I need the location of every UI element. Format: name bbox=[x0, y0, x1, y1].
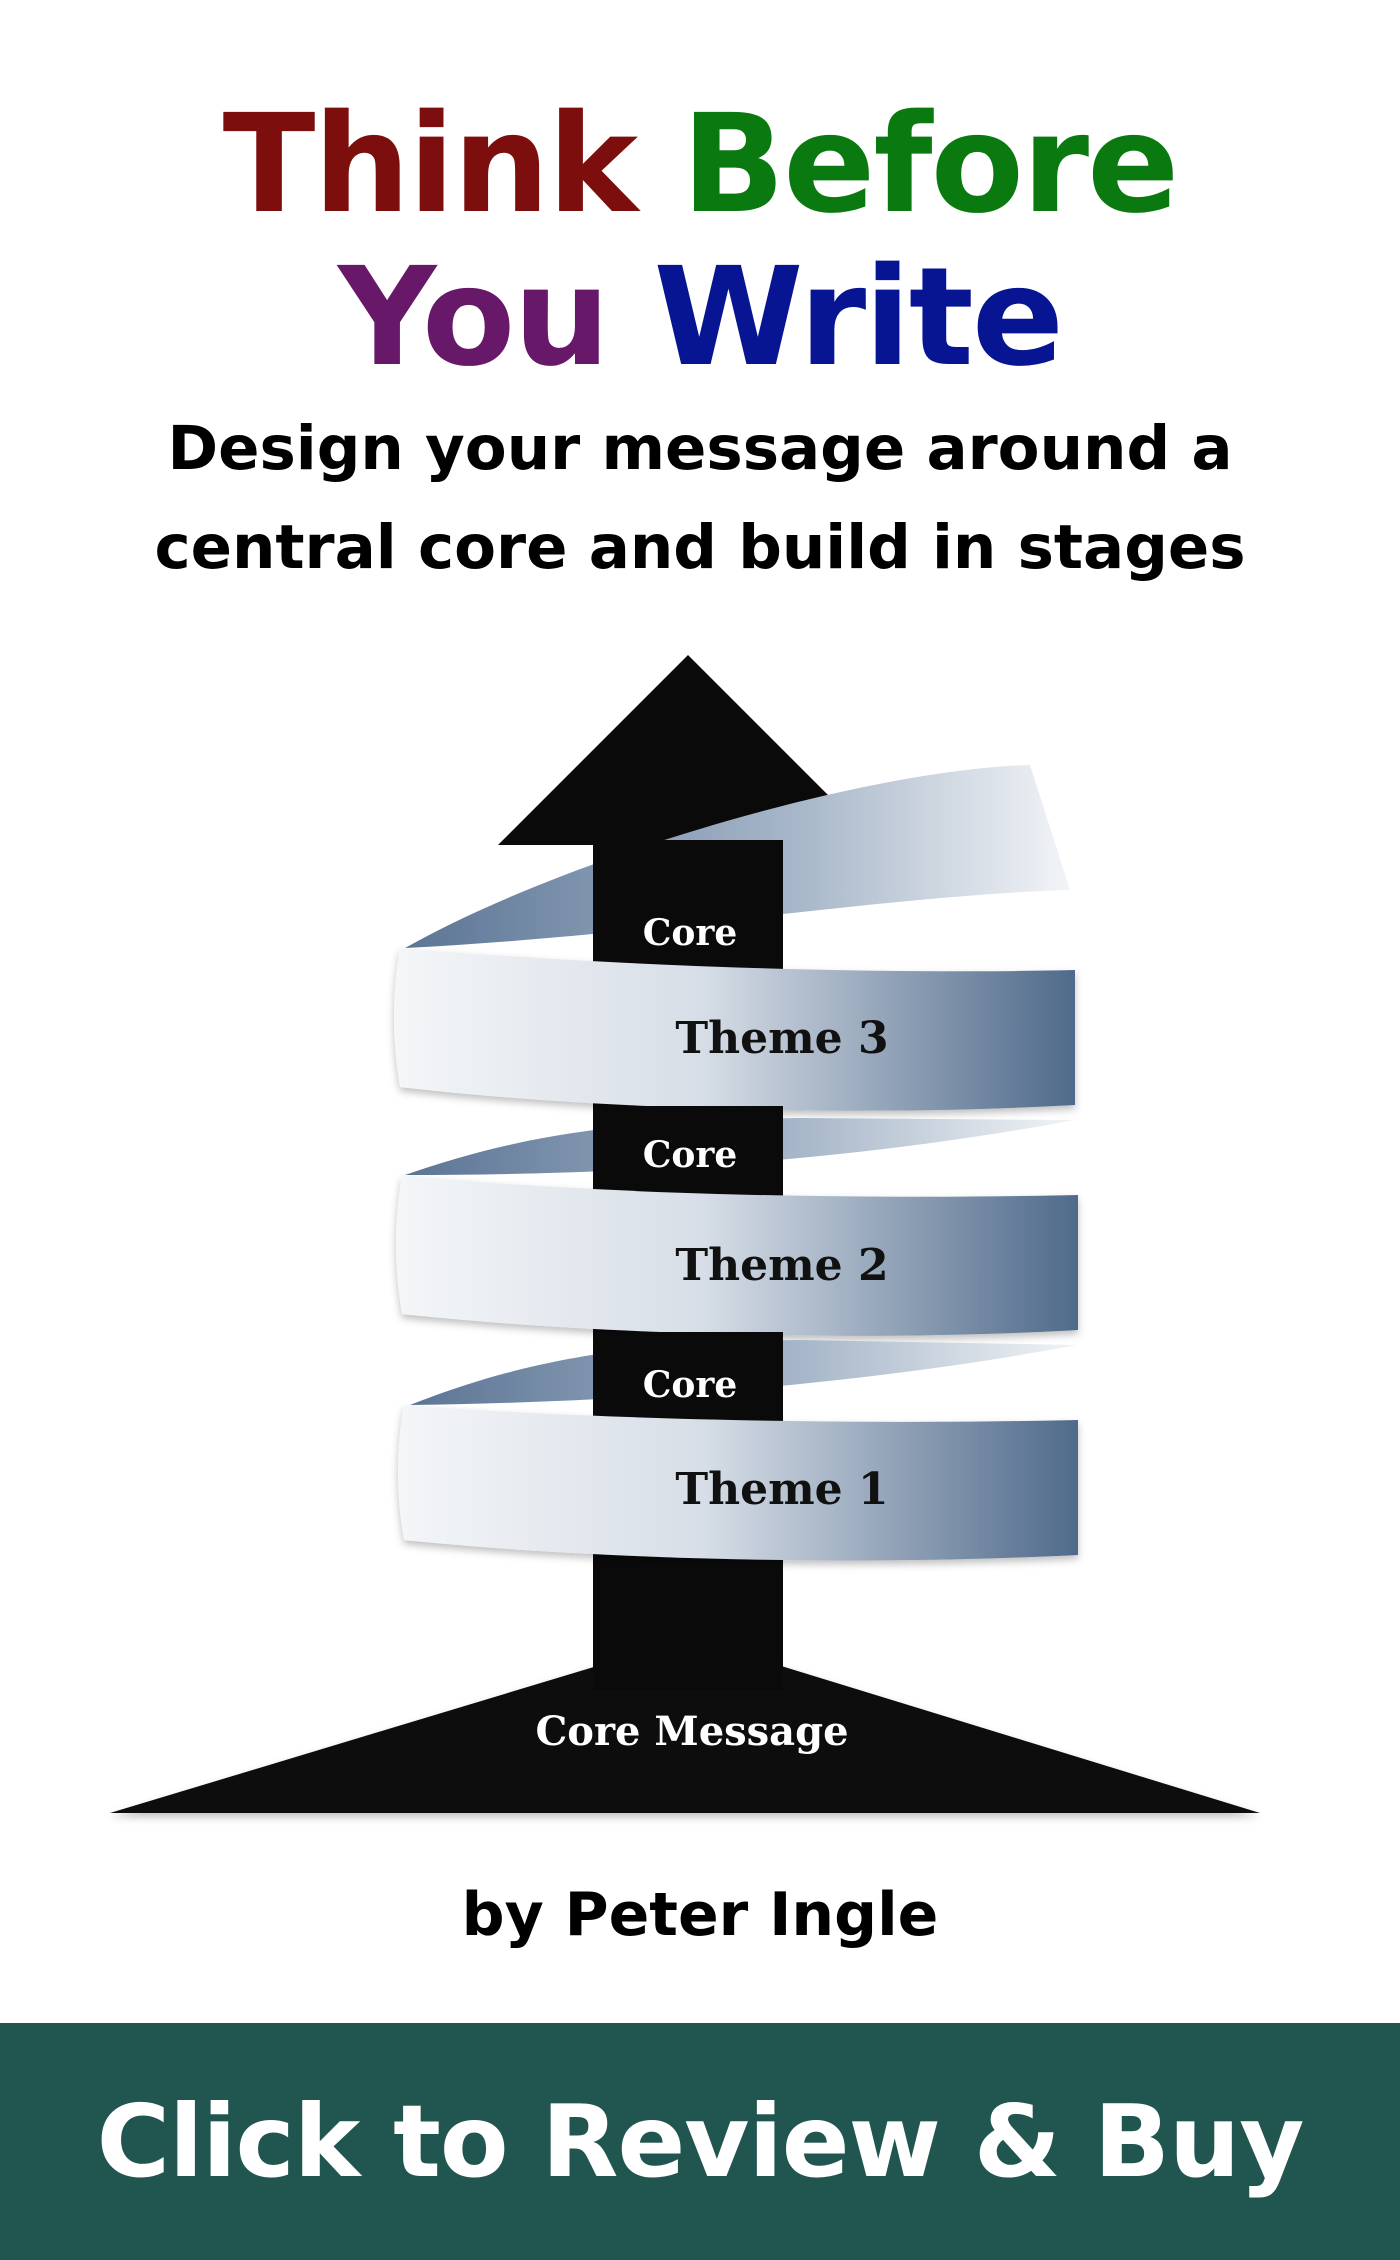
ribbon-1-front bbox=[398, 1405, 1078, 1561]
title-line-2: You Write bbox=[0, 243, 1400, 393]
label-theme-3: Theme 3 bbox=[675, 1013, 888, 1064]
subtitle-line-1: Design your message around a bbox=[167, 413, 1233, 484]
title-word-write: Write bbox=[653, 239, 1065, 397]
title-word-you: You bbox=[337, 239, 654, 397]
arrow-head bbox=[498, 655, 878, 845]
review-and-buy-button[interactable]: Click to Review & Buy bbox=[0, 2023, 1400, 2260]
base-triangle bbox=[110, 1638, 1260, 1813]
ribbon-3-front bbox=[394, 948, 1075, 1111]
label-theme-2: Theme 2 bbox=[675, 1240, 888, 1291]
shaft-segment-mid bbox=[593, 1106, 783, 1186]
label-theme-1: Theme 1 bbox=[675, 1464, 888, 1515]
title-word-before: Before bbox=[681, 86, 1180, 244]
label-core-top: Core bbox=[643, 912, 738, 954]
label-core-mid: Core bbox=[643, 1134, 738, 1176]
shaft-segment-top bbox=[593, 840, 783, 960]
subtitle-line-2: central core and build in stages bbox=[154, 512, 1246, 583]
shaft-segment-low bbox=[593, 1332, 783, 1414]
review-and-buy-label: Click to Review & Buy bbox=[96, 2083, 1305, 2200]
core-message-diagram: Core Theme 3 Core Theme 2 Core Theme 1 C… bbox=[110, 655, 1260, 1813]
label-core-low: Core bbox=[643, 1364, 738, 1406]
ribbon-2-front bbox=[396, 1175, 1078, 1336]
author-byline: by Peter Ingle bbox=[461, 1880, 939, 1950]
title-line-1: Think Before bbox=[0, 90, 1400, 240]
label-core-message: Core Message bbox=[535, 1708, 848, 1755]
title-word-think: Think bbox=[222, 86, 682, 244]
